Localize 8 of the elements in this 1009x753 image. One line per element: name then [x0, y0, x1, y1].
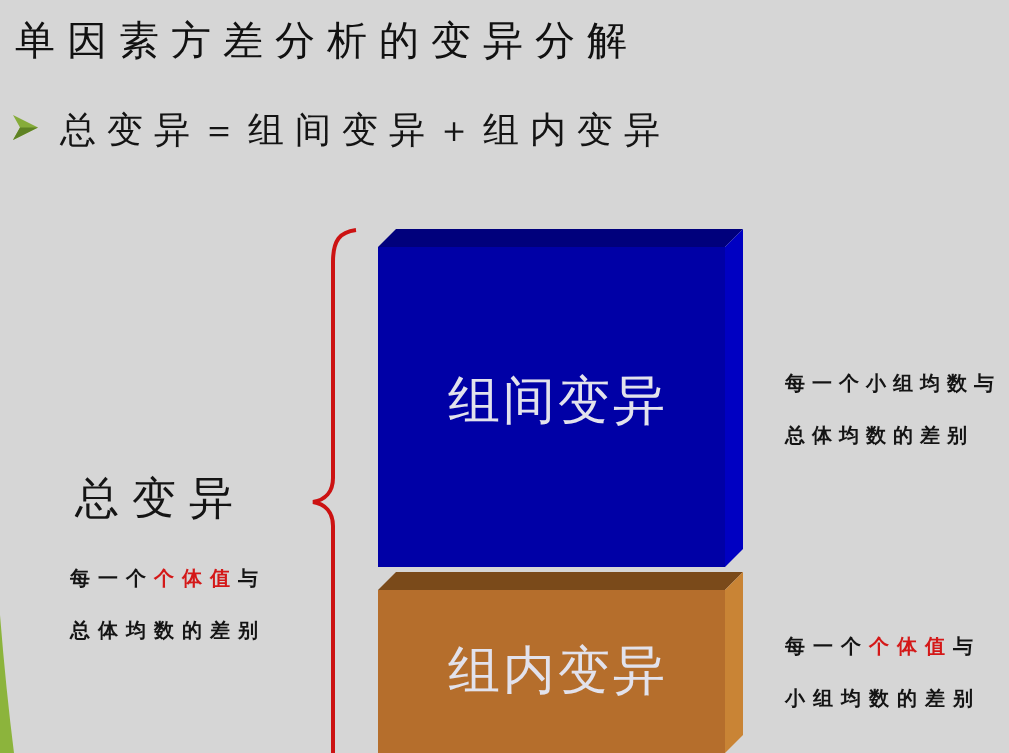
bullet-text: 总变异＝组间变异＋组内变异 — [60, 108, 671, 152]
side-heading: 总变异 — [75, 471, 246, 525]
block-label: 组内变异 — [448, 640, 668, 700]
slide-title: 单因素方差分析的变异分解 — [15, 16, 639, 65]
block-label: 组间变异 — [448, 370, 668, 430]
note-text: 每一个小组均数与总体均数的差别 — [785, 370, 1002, 449]
note-text: 每一个个体值与总体均数的差别 — [70, 565, 267, 644]
note-text: 每一个个体值与小组均数的差别 — [785, 633, 982, 712]
